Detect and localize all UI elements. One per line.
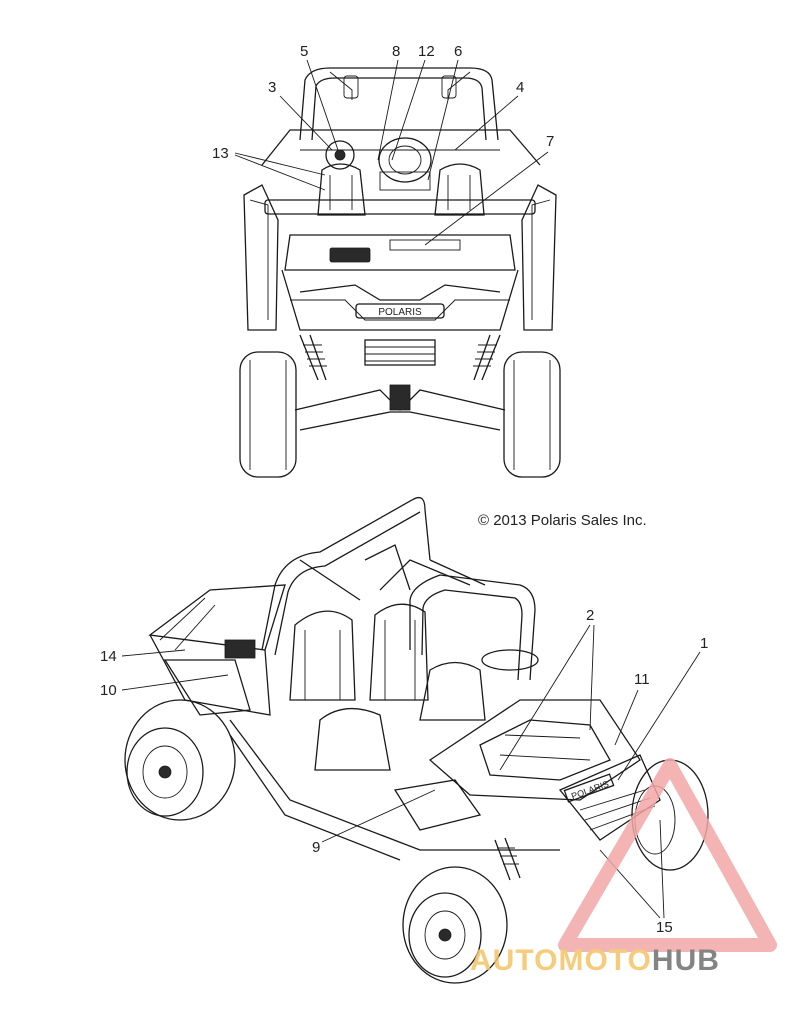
hood-badge: POLARIS — [570, 779, 610, 802]
callout-4: 4 — [516, 79, 524, 96]
front-view-callouts: 5 8 12 6 3 4 13 7 — [212, 43, 554, 246]
callout-11: 11 — [634, 671, 650, 688]
callout-10: 10 — [100, 682, 117, 699]
copyright-text: © 2013 Polaris Sales Inc. — [478, 512, 647, 529]
grille-badge: POLARIS — [378, 307, 422, 318]
callout-6: 6 — [454, 43, 462, 60]
callout-5: 5 — [300, 43, 308, 60]
svg-text:AUTOMOTOHUB: AUTOMOTOHUB — [470, 944, 720, 977]
callout-9: 9 — [312, 839, 320, 856]
callout-15: 15 — [656, 919, 673, 936]
watermark-text-hub: HUB — [652, 944, 720, 977]
callout-1: 1 — [700, 635, 708, 652]
watermark-text-auto: AUTOMOTO — [470, 944, 652, 977]
isometric-view-callouts: 2 1 11 14 10 9 15 — [100, 607, 708, 936]
callout-2: 2 — [586, 607, 594, 624]
callout-8: 8 — [392, 43, 400, 60]
callout-7: 7 — [546, 133, 554, 150]
isometric-view-vehicle: POLARIS — [124, 496, 709, 984]
callout-14: 14 — [100, 648, 117, 665]
watermark-triangle — [558, 758, 777, 952]
front-view-vehicle: POLARIS — [239, 67, 561, 478]
callout-12: 12 — [418, 43, 435, 60]
callout-13: 13 — [212, 145, 229, 162]
watermark-logo: AUTOMOTOHUB — [470, 758, 777, 977]
callout-3: 3 — [268, 79, 276, 96]
